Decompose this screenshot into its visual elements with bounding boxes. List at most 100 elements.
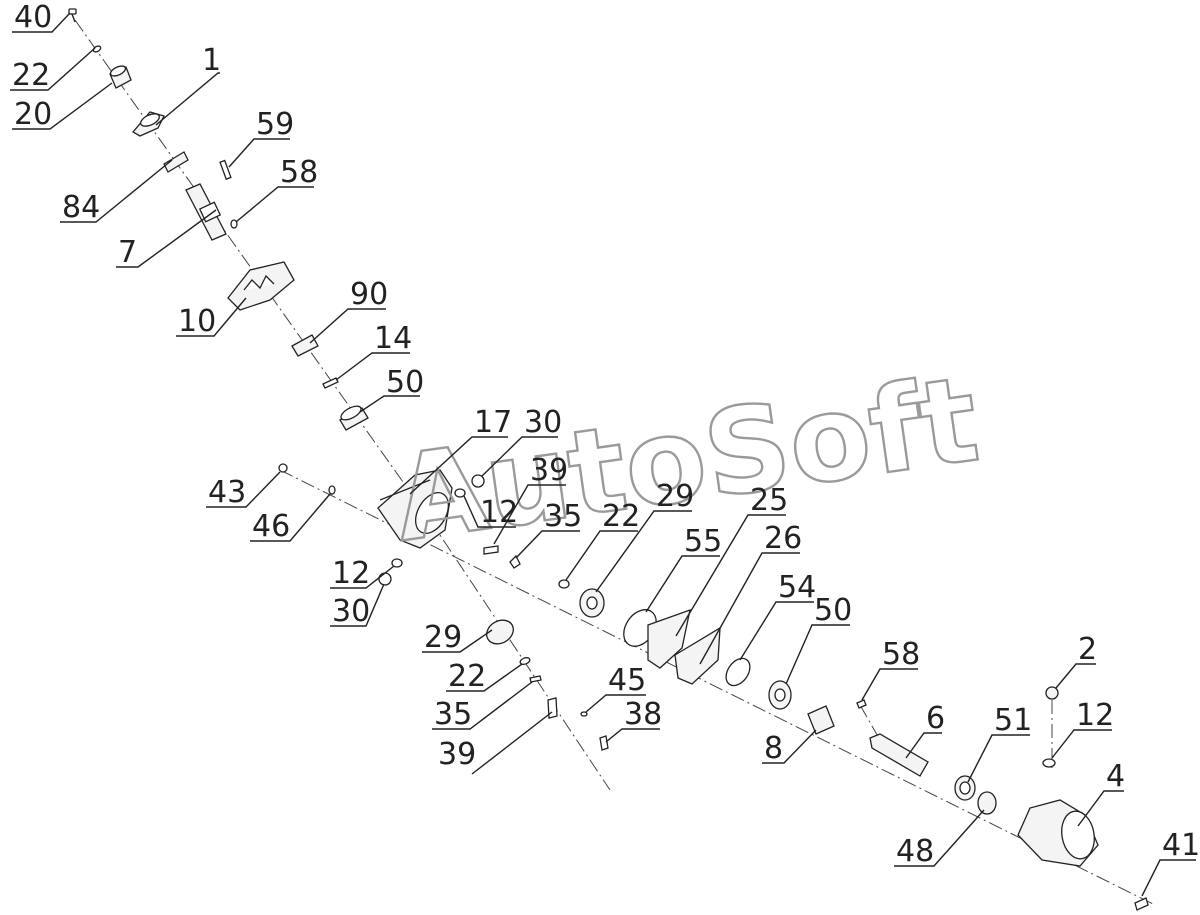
part-59-pin [219,159,232,180]
part-58-key-upper [230,219,238,229]
svg-text:12: 12 [332,556,370,591]
part-2-bolt [1045,686,1059,700]
svg-text:38: 38 [624,697,662,732]
part-6-shaft [869,733,929,777]
svg-text:22: 22 [12,58,50,93]
part-41-bolt [1134,897,1149,911]
svg-text:12: 12 [480,495,518,530]
callout-17: 17 [409,405,512,495]
part-12-washer-upper [454,488,466,498]
svg-text:14: 14 [374,321,412,356]
callout-43: 43 [206,471,281,510]
svg-text:90: 90 [350,277,388,312]
svg-text:29: 29 [656,479,694,514]
callout-90: 90 [309,277,388,344]
callout-12-left: 12 [330,556,395,591]
callout-25: 25 [675,483,788,637]
svg-text:10: 10 [178,304,216,339]
svg-text:22: 22 [602,499,640,534]
callout-41: 41 [1141,828,1200,897]
part-39-bolt-lower [547,697,558,719]
callout-labels: 40 22 20 1 59 58 84 7 10 90 14 50 17 30 … [10,0,1200,897]
callout-26: 26 [699,521,802,665]
part-48-seal [977,791,997,815]
svg-text:43: 43 [208,475,246,510]
part-35-plate-lower [529,675,542,683]
part-29-gear-left [486,619,514,645]
callout-20: 20 [12,82,113,132]
svg-text:50: 50 [386,365,424,400]
part-90-sleeve [291,334,319,357]
callout-48: 48 [894,809,985,869]
callout-55: 55 [645,524,722,613]
part-58-key-lower [856,699,867,709]
svg-text:51: 51 [994,703,1032,738]
part-50-bearing-upper [339,405,369,431]
svg-text:20: 20 [14,97,52,132]
callout-4: 4 [1077,759,1125,827]
svg-text:17: 17 [474,405,512,440]
part-25-gasket [647,608,691,669]
svg-text:48: 48 [896,834,934,869]
callout-12-right: 12 [1051,698,1114,759]
callout-29-left: 29 [422,620,493,655]
callout-22-lower: 22 [446,659,523,694]
callout-50-top: 50 [359,365,424,413]
callout-30-top: 30 [481,405,562,477]
part-10-bevel-housing [227,261,295,311]
svg-text:2: 2 [1078,632,1097,667]
part-30-nut-upper [471,474,485,488]
part-43-nut [278,463,288,473]
part-39-bolt-upper [483,545,499,555]
part-45-pin [580,711,588,717]
callout-39-lower: 39 [438,711,553,775]
callout-51: 51 [967,703,1032,783]
callout-58-lower: 58 [861,637,920,701]
callout-50-lower: 50 [785,593,852,685]
callout-8: 8 [762,729,817,766]
svg-text:39: 39 [530,453,568,488]
part-51-seal [954,775,976,801]
part-12-washer-right [1042,758,1056,768]
callout-58-top: 58 [235,155,318,223]
svg-text:22: 22 [448,659,486,694]
part-38-bolt [599,735,609,751]
part-46-spring [328,485,336,495]
part-17-gearbox-housing [377,469,453,549]
callout-46: 46 [250,493,331,544]
svg-text:58: 58 [280,155,318,190]
callout-7: 7 [116,209,217,270]
part-50-bearing-lower [768,680,792,710]
callout-1: 1 [155,43,221,126]
part-20-bushing [109,65,132,89]
part-84-ring [163,151,189,173]
callout-30-left: 30 [330,583,385,629]
svg-text:55: 55 [684,524,722,559]
svg-text:4: 4 [1106,759,1125,794]
svg-text:8: 8 [764,731,783,766]
callout-35-top: 35 [515,499,582,559]
callout-35-lower: 35 [432,681,533,732]
part-8-sleeve [807,705,835,735]
part-26-gasket [674,626,721,685]
svg-text:84: 84 [62,190,100,225]
svg-text:39: 39 [438,737,476,772]
callout-22-middle: 22 [565,499,640,581]
callout-12-top: 12 [463,495,518,530]
fastener-axis-58 [859,704,881,741]
svg-text:45: 45 [608,663,646,698]
callout-38: 38 [605,697,662,743]
part-35-plate-upper [509,554,521,569]
part-14-spring [322,377,339,389]
svg-text:12: 12 [1076,698,1114,733]
callout-2: 2 [1055,632,1097,689]
svg-text:26: 26 [764,521,802,556]
svg-text:59: 59 [256,107,294,142]
callout-14: 14 [335,321,412,381]
part-12-washer-left [391,558,403,568]
svg-text:35: 35 [434,697,472,732]
part-7-shaft [185,183,227,241]
svg-text:25: 25 [750,483,788,518]
svg-text:6: 6 [926,701,945,736]
